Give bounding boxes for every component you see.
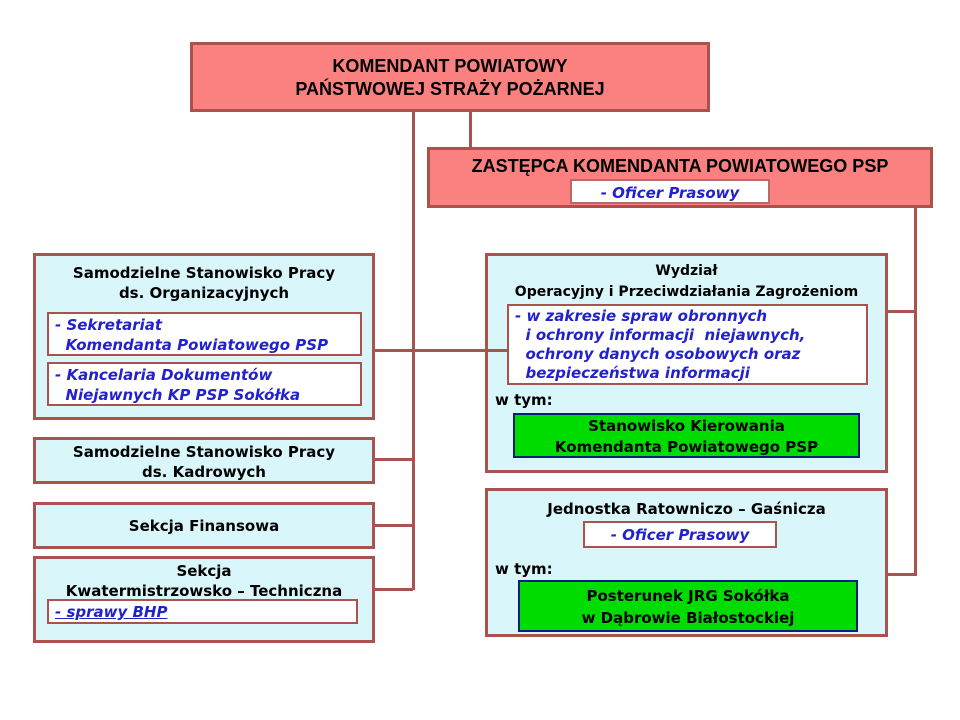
connector-finanse-branch xyxy=(375,524,413,527)
zastepca-box: ZASTĘPCA KOMENDANTA POWIATOWEGO PSP - Of… xyxy=(427,147,933,208)
org-title: Samodzielne Stanowisko Pracy ds. Organiz… xyxy=(72,264,336,302)
wydzial-title: Wydział Operacyjny i Przeciwdziałania Za… xyxy=(514,263,859,300)
connector-zastepca-right-vertical xyxy=(914,208,917,576)
kwater-bhp-box: - sprawy BHP xyxy=(47,599,358,624)
wydzial-scope-box: - w zakresie spraw obronnych i ochrony i… xyxy=(507,304,868,385)
org-sekretariat-box: - Sekretariat Komendanta Powiatowego PSP xyxy=(47,312,362,356)
zastepca-press-officer-box: - Oficer Prasowy xyxy=(570,179,770,204)
connector-org-to-wydzial xyxy=(375,349,507,352)
zastepca-press-officer-label: - Oficer Prasowy xyxy=(600,184,740,202)
wydzial-scope-label: - w zakresie spraw obronnych i ochrony i… xyxy=(515,307,806,382)
org-kancelaria-box: - Kancelaria Dokumentów Niejawnych KP PS… xyxy=(47,362,362,406)
kadry-title: Samodzielne Stanowisko Pracy ds. Kadrowy… xyxy=(72,443,336,481)
org-kancelaria-label: - Kancelaria Dokumentów Niejawnych KP PS… xyxy=(55,366,301,404)
jrg-w-tym-label: w tym: xyxy=(495,560,553,578)
connector-wydzial-branch xyxy=(888,310,915,313)
jrg-press-officer-label: - Oficer Prasowy xyxy=(610,526,750,544)
wydzial-w-tym-label: w tym: xyxy=(495,391,553,409)
komendant-box: KOMENDANT POWIATOWY PAŃSTWOWEJ STRAŻY PO… xyxy=(190,42,710,112)
jrg-box: Jednostka Ratowniczo – Gaśnicza - Oficer… xyxy=(485,488,888,637)
connector-jrg-branch xyxy=(888,573,915,576)
kwater-bhp-label: - sprawy BHP xyxy=(55,603,168,621)
jrg-press-officer-box: - Oficer Prasowy xyxy=(583,521,777,548)
connector-kwater-branch xyxy=(375,588,413,591)
wydzial-green-box: Stanowisko Kierowania Komendanta Powiato… xyxy=(513,413,860,458)
jrg-green-box: Posterunek JRG Sokółka w Dąbrowie Białos… xyxy=(518,580,858,632)
connector-kadry-branch xyxy=(375,458,413,461)
jrg-title: Jednostka Ratowniczo – Gaśnicza xyxy=(547,500,826,518)
komendant-title: KOMENDANT POWIATOWY PAŃSTWOWEJ STRAŻY PO… xyxy=(295,56,605,99)
kwater-box: Sekcja Kwatermistrzowsko – Techniczna - … xyxy=(33,556,375,643)
wydzial-box: Wydział Operacyjny i Przeciwdziałania Za… xyxy=(485,253,888,473)
org-sekretariat-label: - Sekretariat Komendanta Powiatowego PSP xyxy=(55,316,329,354)
kadry-box: Samodzielne Stanowisko Pracy ds. Kadrowy… xyxy=(33,437,375,484)
finanse-title: Sekcja Finansowa xyxy=(128,517,280,535)
org-box: Samodzielne Stanowisko Pracy ds. Organiz… xyxy=(33,253,375,420)
finanse-box: Sekcja Finansowa xyxy=(33,502,375,549)
connector-komendant-to-zastepca xyxy=(469,111,472,148)
zastepca-title: ZASTĘPCA KOMENDANTA POWIATOWEGO PSP xyxy=(471,156,889,176)
kwater-title: Sekcja Kwatermistrzowsko – Techniczna xyxy=(65,562,343,600)
